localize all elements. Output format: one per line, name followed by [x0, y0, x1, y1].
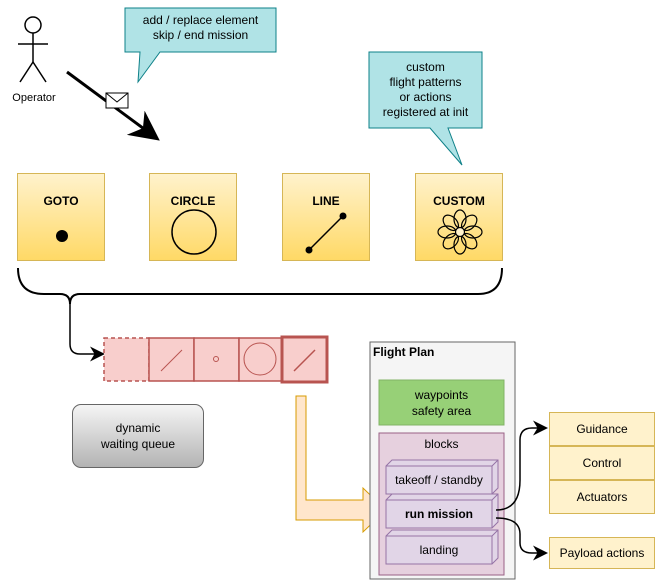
- blocks-label: blocks: [424, 437, 459, 451]
- queue-label-box: dynamic waiting queue: [72, 404, 204, 468]
- payload-actions-box: Payload actions: [549, 537, 655, 569]
- callout-line: or actions: [399, 90, 452, 104]
- waypoints-box-shape: [378, 379, 505, 426]
- waypoints-box: waypoints safety area: [379, 380, 504, 425]
- block-run-mission[interactable]: run mission: [386, 500, 492, 528]
- queue-label-line: waiting queue: [100, 437, 176, 451]
- operator-label: Operator: [12, 92, 56, 104]
- commands-callout-shape: [124, 7, 277, 84]
- queue-shape: [103, 335, 329, 384]
- queue-label-line: dynamic: [115, 421, 161, 435]
- payload-label: Payload actions: [559, 546, 645, 560]
- flower-icon: [437, 209, 483, 255]
- guidance-box: Guidance: [549, 412, 655, 446]
- line-segment-icon: [305, 212, 347, 254]
- block-label: landing: [419, 543, 459, 557]
- pattern-bracket: [17, 267, 503, 305]
- commands-callout: add / replace element skip / end mission: [125, 13, 276, 43]
- pattern-card-custom[interactable]: CUSTOM: [415, 173, 503, 261]
- pattern-card-line[interactable]: LINE: [282, 173, 370, 261]
- card-title: CIRCLE: [170, 194, 216, 208]
- operator-figure: [18, 16, 48, 83]
- block-takeoff[interactable]: takeoff / standby: [386, 466, 492, 494]
- waypoints-line: waypoints: [414, 387, 469, 402]
- stack-label: Actuators: [576, 490, 628, 504]
- block-label: run mission: [404, 507, 473, 521]
- envelope-icon: [105, 92, 129, 109]
- actuators-box: Actuators: [549, 480, 655, 514]
- callout-line: registered at init: [382, 105, 469, 119]
- dot-icon: [56, 230, 68, 242]
- callout-line: flight patterns: [389, 75, 462, 89]
- pattern-card-goto[interactable]: GOTO: [17, 173, 105, 261]
- callout-line: custom: [406, 60, 445, 74]
- custom-callout: custom flight patterns or actions regist…: [369, 60, 482, 120]
- pattern-card-circle[interactable]: CIRCLE: [149, 173, 237, 261]
- mission-to-guidance-arrow: [495, 420, 548, 511]
- block-label: takeoff / standby: [395, 473, 483, 487]
- card-title: GOTO: [43, 194, 79, 208]
- circle-icon: [171, 209, 217, 255]
- custom-callout-shape: [368, 51, 483, 166]
- callout-line: skip / end mission: [152, 28, 249, 42]
- flight-plan-title: Flight Plan: [373, 345, 435, 359]
- stack-label: Guidance: [576, 422, 628, 436]
- block-landing[interactable]: landing: [386, 536, 492, 564]
- bracket-to-queue-arrow: [69, 304, 105, 362]
- block-3d-shapes: [385, 459, 499, 565]
- stack-label: Control: [582, 456, 622, 470]
- card-title: CUSTOM: [433, 194, 485, 208]
- waypoints-line: safety area: [411, 403, 472, 418]
- control-box: Control: [549, 446, 655, 480]
- callout-line: add / replace element: [142, 13, 259, 27]
- card-title: LINE: [312, 194, 340, 208]
- mission-to-payload-arrow: [495, 517, 548, 561]
